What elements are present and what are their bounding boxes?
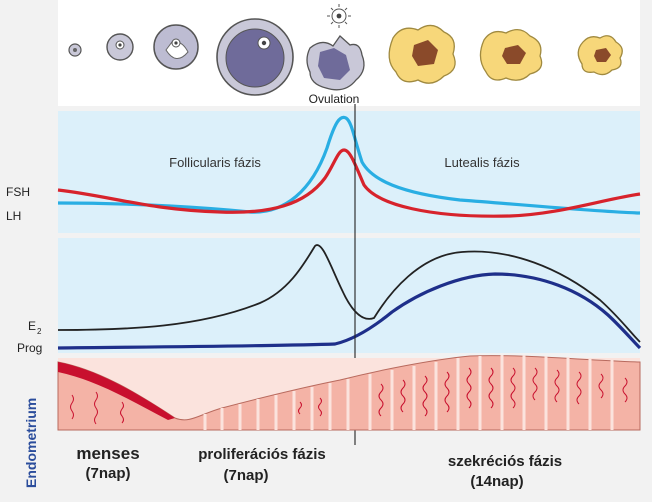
endometrium-label: Endometrium — [23, 398, 39, 488]
menses-shedding-layer — [58, 362, 175, 420]
proliferative-duration: (7nap) — [224, 467, 269, 484]
lh-curve — [57, 148, 641, 218]
prog-curve — [57, 272, 642, 350]
ovulation-label: Ovulation — [309, 92, 360, 106]
secretory-label: szekréciós fázis — [448, 453, 562, 470]
corpus-luteum-3 — [577, 35, 623, 76]
e2-label: E — [28, 319, 36, 333]
corpus-luteum-1 — [388, 24, 456, 84]
follicle-stage-3 — [153, 24, 199, 70]
fsh-curve — [57, 115, 641, 215]
fsh-label: FSH — [6, 185, 30, 199]
e2-curve — [57, 244, 641, 343]
gonadotropin-panel — [58, 111, 640, 233]
endometrial-glands — [70, 367, 628, 425]
follicle-stage-1 — [68, 43, 82, 57]
proliferative-label: proliferációs fázis — [198, 446, 326, 463]
menses-label: menses — [76, 444, 139, 463]
ovulating-follicle — [306, 4, 365, 91]
ovarian-hormone-panel — [58, 238, 640, 353]
prog-label: Prog — [17, 341, 42, 355]
menses-duration: (7nap) — [86, 465, 131, 482]
follicle-stage-4 — [216, 18, 294, 96]
e2-subscript: 2 — [37, 327, 42, 336]
follicle-stage-2 — [106, 33, 134, 61]
luteal-phase-label: Lutealis fázis — [444, 155, 520, 170]
corpus-luteum-2 — [479, 29, 543, 81]
gland-separators — [203, 355, 614, 430]
secretory-duration: (14nap) — [470, 473, 523, 490]
follicular-phase-label: Follicularis fázis — [169, 155, 261, 170]
lh-label: LH — [6, 209, 21, 223]
